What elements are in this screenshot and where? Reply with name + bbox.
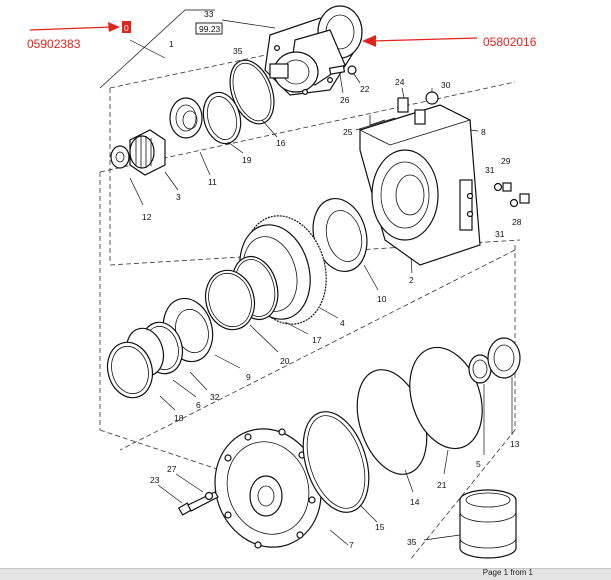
- callout-label: 16: [276, 138, 286, 148]
- callout-label: 35: [233, 46, 243, 56]
- seal-ring-drawing: [302, 411, 370, 513]
- callout-label: 13: [510, 439, 520, 449]
- callout-label: 30: [441, 80, 451, 90]
- small-bearing-drawing: [487, 337, 521, 379]
- left-part-number: 05902383: [27, 37, 81, 51]
- breather-drawing: [425, 91, 439, 105]
- bearing-drawing: [169, 97, 203, 139]
- callout-label: 5: [476, 459, 481, 469]
- left-arrow-head: [108, 22, 120, 32]
- callout-label: 28: [512, 217, 522, 227]
- callout-label: 14: [410, 497, 420, 507]
- callout-label: 3: [176, 192, 181, 202]
- sun-gear-drawing: [129, 129, 166, 176]
- callout-label: 18: [174, 413, 184, 423]
- gear-housing-drawing: [358, 104, 481, 266]
- reference-value: 99.23: [199, 24, 221, 34]
- hydraulic-motor-drawing: [264, 5, 363, 96]
- callout-label: 31: [485, 165, 495, 175]
- callout-label: 27: [167, 464, 177, 474]
- right-arrow-head: [362, 35, 376, 47]
- callout-label: 6: [196, 400, 201, 410]
- callout-label: 20: [280, 356, 290, 366]
- callout-label: 35: [407, 537, 417, 547]
- reference-box: 33 99.23: [195, 9, 276, 35]
- plug-seal-drawing-2: [509, 198, 519, 208]
- callout-label: 31: [495, 229, 505, 239]
- snap-ring-drawing-3: [409, 346, 483, 450]
- callout-label: 10: [377, 294, 387, 304]
- fitting-drawing: [397, 97, 409, 113]
- callout-label: 32: [210, 392, 220, 402]
- callout-label: 12: [142, 212, 152, 222]
- right-part-number: 05802016: [483, 35, 537, 49]
- callout-label: 29: [501, 156, 511, 166]
- callout-label: 24: [395, 77, 405, 87]
- plug-drawing-2: [519, 193, 530, 204]
- screw-drawing: [328, 65, 346, 75]
- right-arrow-shaft: [371, 37, 478, 42]
- reference-frame: [195, 22, 223, 35]
- callout-label: 15: [375, 522, 385, 532]
- callout-label: 25: [343, 127, 353, 137]
- snap-ring-drawing-2: [204, 269, 256, 331]
- sealant-can-drawing: [459, 489, 517, 559]
- callout-label: 2: [409, 275, 414, 285]
- left-arrow-shaft: [29, 26, 113, 31]
- callout-label: 23: [150, 475, 160, 485]
- page-indicator: Page 1 from 1: [482, 568, 533, 577]
- callout-label: 8: [481, 127, 486, 137]
- reference-number: 33: [204, 9, 214, 19]
- status-bar: Page 1 from 1: [0, 568, 611, 580]
- output-cover-drawing: [214, 428, 322, 549]
- callout-label: 11: [208, 177, 217, 187]
- plug-drawing: [502, 182, 512, 192]
- right-part-annotation: 05802016: [362, 35, 537, 49]
- callout-label: 4: [340, 318, 345, 328]
- callout-label: 1: [169, 39, 174, 49]
- callout-label: 26: [340, 95, 350, 105]
- washer-drawing: [110, 145, 130, 169]
- bolt-drawing: [177, 491, 219, 516]
- callout-label: 19: [242, 155, 252, 165]
- left-part-annotation: 05902383: [27, 22, 120, 51]
- highlight-marker-text: 0: [124, 23, 129, 33]
- callout-label: 7: [349, 540, 354, 550]
- callout-label: 9: [246, 372, 251, 382]
- highlight-marker: 0: [122, 21, 131, 33]
- callout-label: 22: [360, 84, 370, 94]
- fitting-drawing-2: [414, 109, 426, 125]
- circlip-drawing: [106, 341, 154, 399]
- plug-seal-drawing: [493, 182, 503, 192]
- exploded-parts-diagram: 33 99.23 0 05902383 05802016 35 16: [27, 5, 537, 561]
- washer-small-drawing: [347, 65, 357, 75]
- callout-label: 21: [437, 480, 447, 490]
- callout-label: 17: [312, 335, 322, 345]
